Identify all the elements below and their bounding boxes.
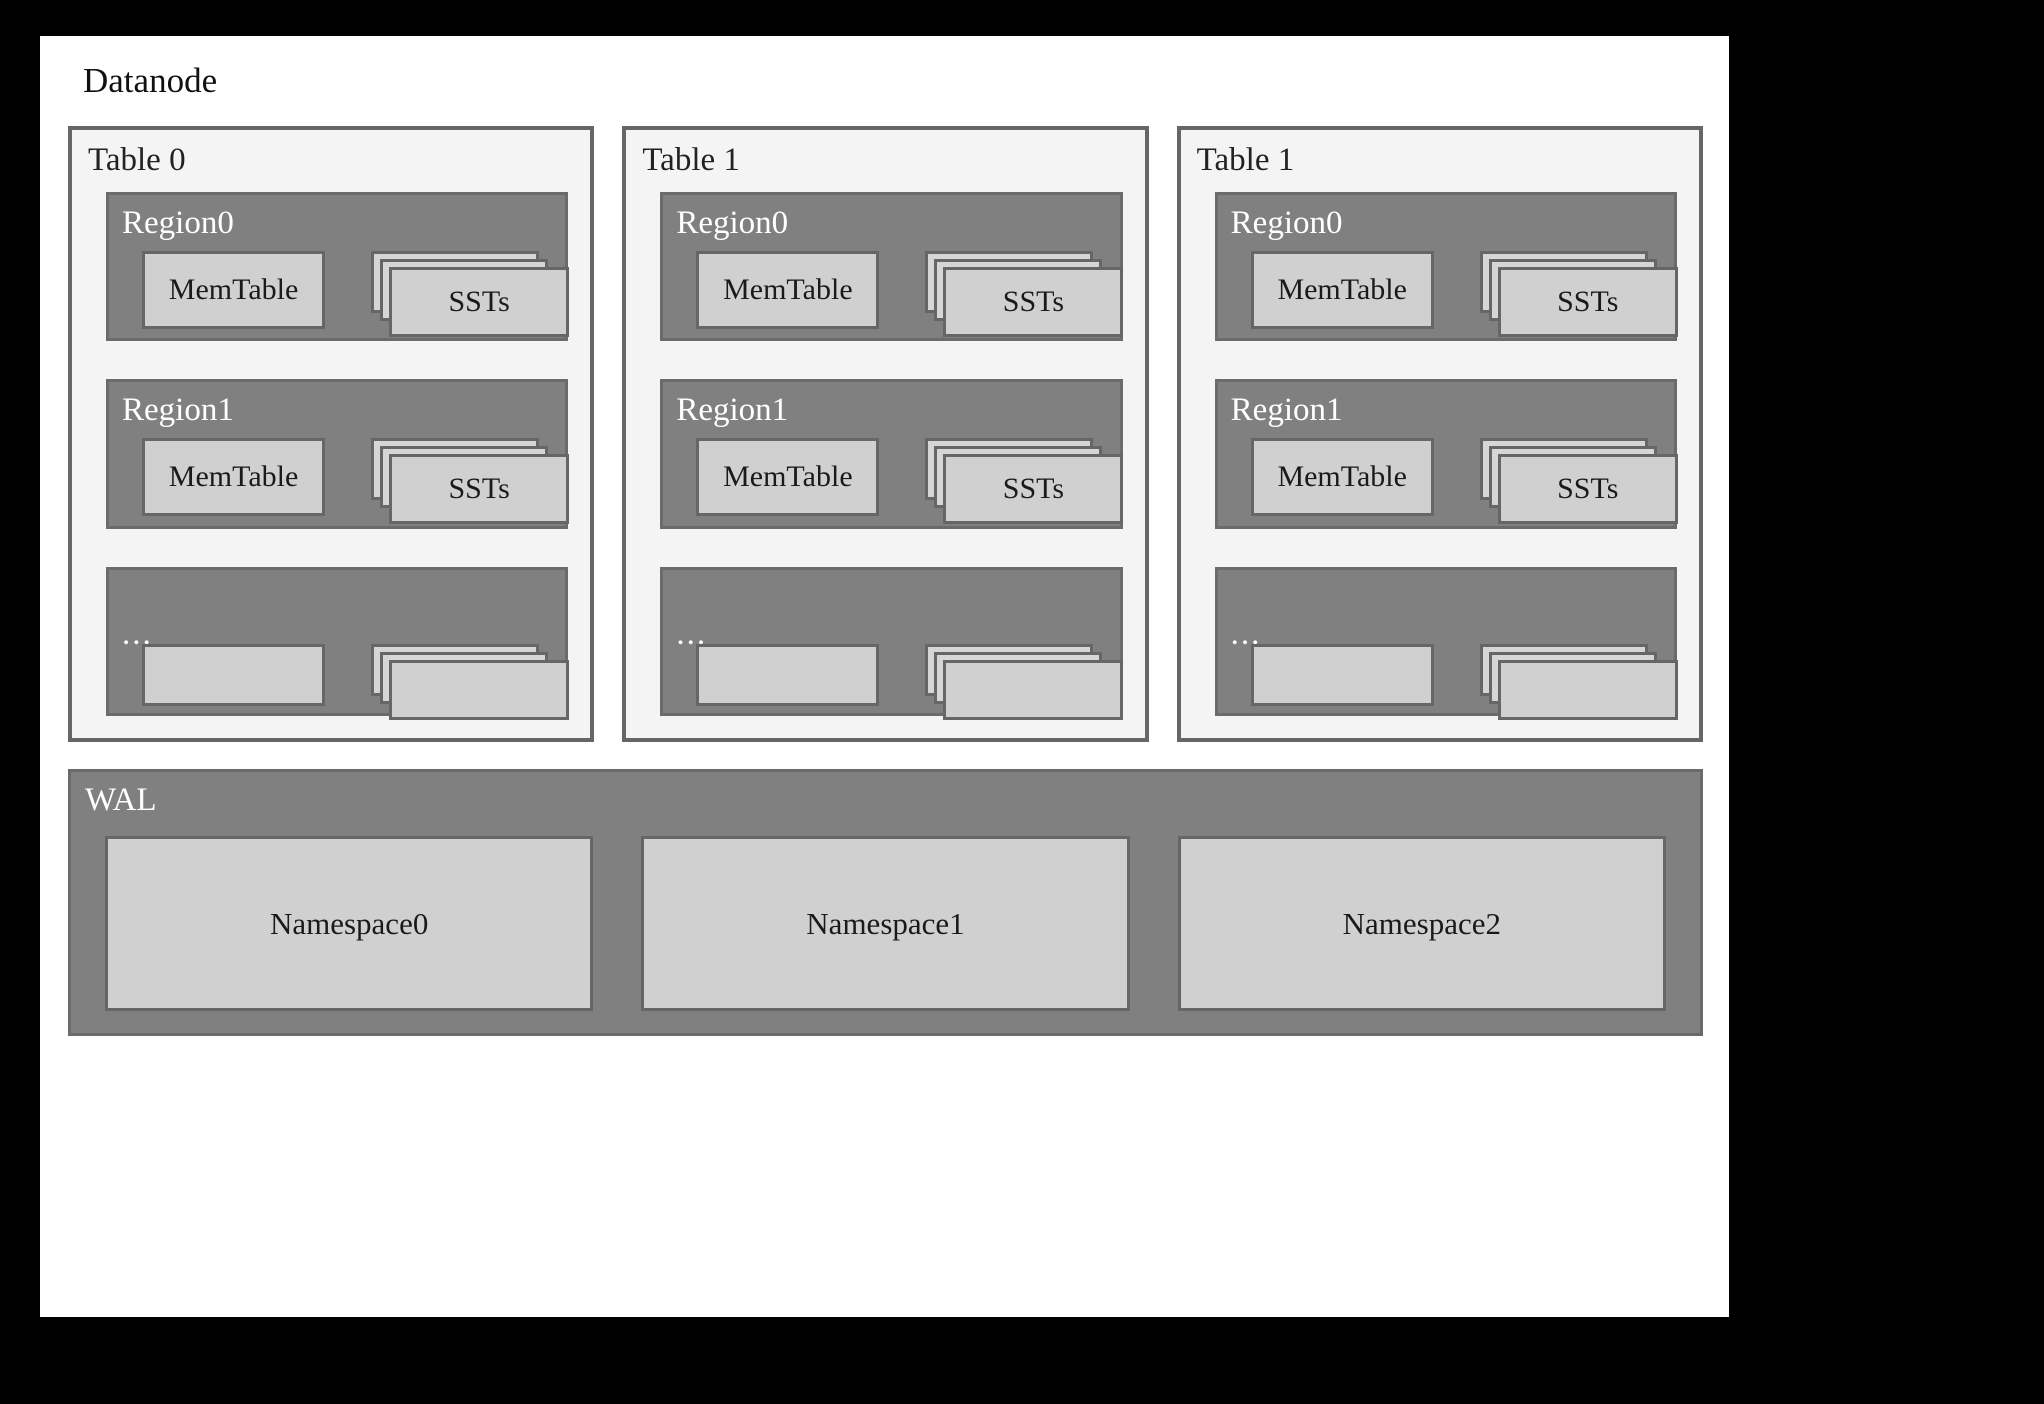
region-block-more[interactable]: ... (660, 566, 1124, 720)
wal-block[interactable]: WAL Namespace0 Namespace1 Namespace2 (68, 769, 1703, 1036)
region-body (696, 643, 1124, 730)
region-body: MemTable SSTs (142, 438, 570, 525)
table-label: Table 1 (642, 142, 740, 178)
sst-sheet-front (389, 659, 570, 720)
sst-stack[interactable]: SSTs (371, 251, 570, 337)
sst-stack[interactable]: SSTs (371, 438, 570, 525)
region-label: Region0 (676, 205, 789, 241)
region-block[interactable]: Region1 MemTable SSTs (1214, 379, 1678, 529)
region-body: MemTable SSTs (1250, 251, 1678, 337)
region-list: Region0 MemTable SSTs Region1 MemTable (106, 192, 570, 720)
diagram-canvas: Datanode Table 0 Region0 MemTable SSTs (40, 36, 1729, 1317)
sst-stack[interactable]: SSTs (925, 251, 1124, 337)
namespace-box[interactable]: Namespace2 (1177, 836, 1666, 1011)
memtable-box-placeholder[interactable] (142, 643, 326, 706)
sst-stack-placeholder[interactable] (925, 643, 1124, 722)
sst-sheet-front: SSTs (1497, 267, 1678, 337)
sst-stack[interactable]: SSTs (1479, 251, 1678, 337)
memtable-box[interactable]: MemTable (1250, 438, 1434, 517)
namespace-box[interactable]: Namespace1 (641, 836, 1130, 1011)
sst-sheet-front: SSTs (389, 267, 570, 337)
region-block-more[interactable]: ... (106, 566, 570, 720)
region-body: MemTable SSTs (696, 438, 1124, 525)
sst-sheet-front: SSTs (1497, 454, 1678, 525)
sst-sheet-front: SSTs (943, 267, 1124, 337)
region-block[interactable]: Region1 MemTable SSTs (106, 379, 570, 529)
region-label: Region0 (1230, 205, 1343, 241)
table-panel[interactable]: Table 1 Region0 MemTable SSTs Region1 (622, 126, 1149, 742)
tables-row: Table 0 Region0 MemTable SSTs Region1 (68, 126, 1703, 742)
region-block-more[interactable]: ... (1214, 566, 1678, 720)
sst-sheet-front (1497, 659, 1678, 720)
table-label: Table 1 (1196, 142, 1295, 178)
table-panel[interactable]: Table 0 Region0 MemTable SSTs Region1 (68, 126, 595, 742)
region-block[interactable]: Region0 MemTable SSTs (1214, 192, 1678, 342)
memtable-box[interactable]: MemTable (696, 251, 880, 329)
sst-sheet-front (943, 659, 1124, 720)
region-block[interactable]: Region0 MemTable SSTs (106, 192, 570, 342)
namespace-box[interactable]: Namespace0 (105, 836, 594, 1011)
region-label: Region0 (122, 205, 234, 241)
region-list: Region0 MemTable SSTs Region1 MemTable (1214, 192, 1678, 720)
memtable-box-placeholder[interactable] (696, 643, 880, 706)
namespace-list: Namespace0 Namespace1 Namespace2 (105, 836, 1666, 1011)
region-label: Region1 (1230, 392, 1343, 429)
region-block[interactable]: Region1 MemTable SSTs (660, 379, 1124, 529)
region-body: MemTable SSTs (1250, 438, 1678, 525)
sst-sheet-front: SSTs (943, 454, 1124, 525)
sst-stack[interactable]: SSTs (1479, 438, 1678, 525)
region-label: Region1 (676, 392, 789, 429)
table-label: Table 0 (88, 142, 186, 178)
region-body (142, 643, 570, 730)
region-block[interactable]: Region0 MemTable SSTs (660, 192, 1124, 342)
region-label: Region1 (122, 392, 234, 429)
sst-stack[interactable]: SSTs (925, 438, 1124, 525)
memtable-box[interactable]: MemTable (142, 438, 326, 517)
table-panel[interactable]: Table 1 Region0 MemTable SSTs Region1 (1176, 126, 1703, 742)
memtable-box[interactable]: MemTable (142, 251, 326, 329)
page-title: Datanode (83, 61, 218, 100)
memtable-box[interactable]: MemTable (696, 438, 880, 517)
sst-stack-placeholder[interactable] (1479, 643, 1678, 722)
sst-sheet-front: SSTs (389, 454, 570, 525)
region-list: Region0 MemTable SSTs Region1 MemTable (660, 192, 1124, 720)
region-body: MemTable SSTs (142, 251, 570, 337)
memtable-box-placeholder[interactable] (1250, 643, 1434, 706)
region-body (1250, 643, 1678, 730)
sst-stack-placeholder[interactable] (371, 643, 570, 722)
region-body: MemTable SSTs (696, 251, 1124, 337)
memtable-box[interactable]: MemTable (1250, 251, 1434, 329)
wal-label: WAL (85, 782, 157, 818)
